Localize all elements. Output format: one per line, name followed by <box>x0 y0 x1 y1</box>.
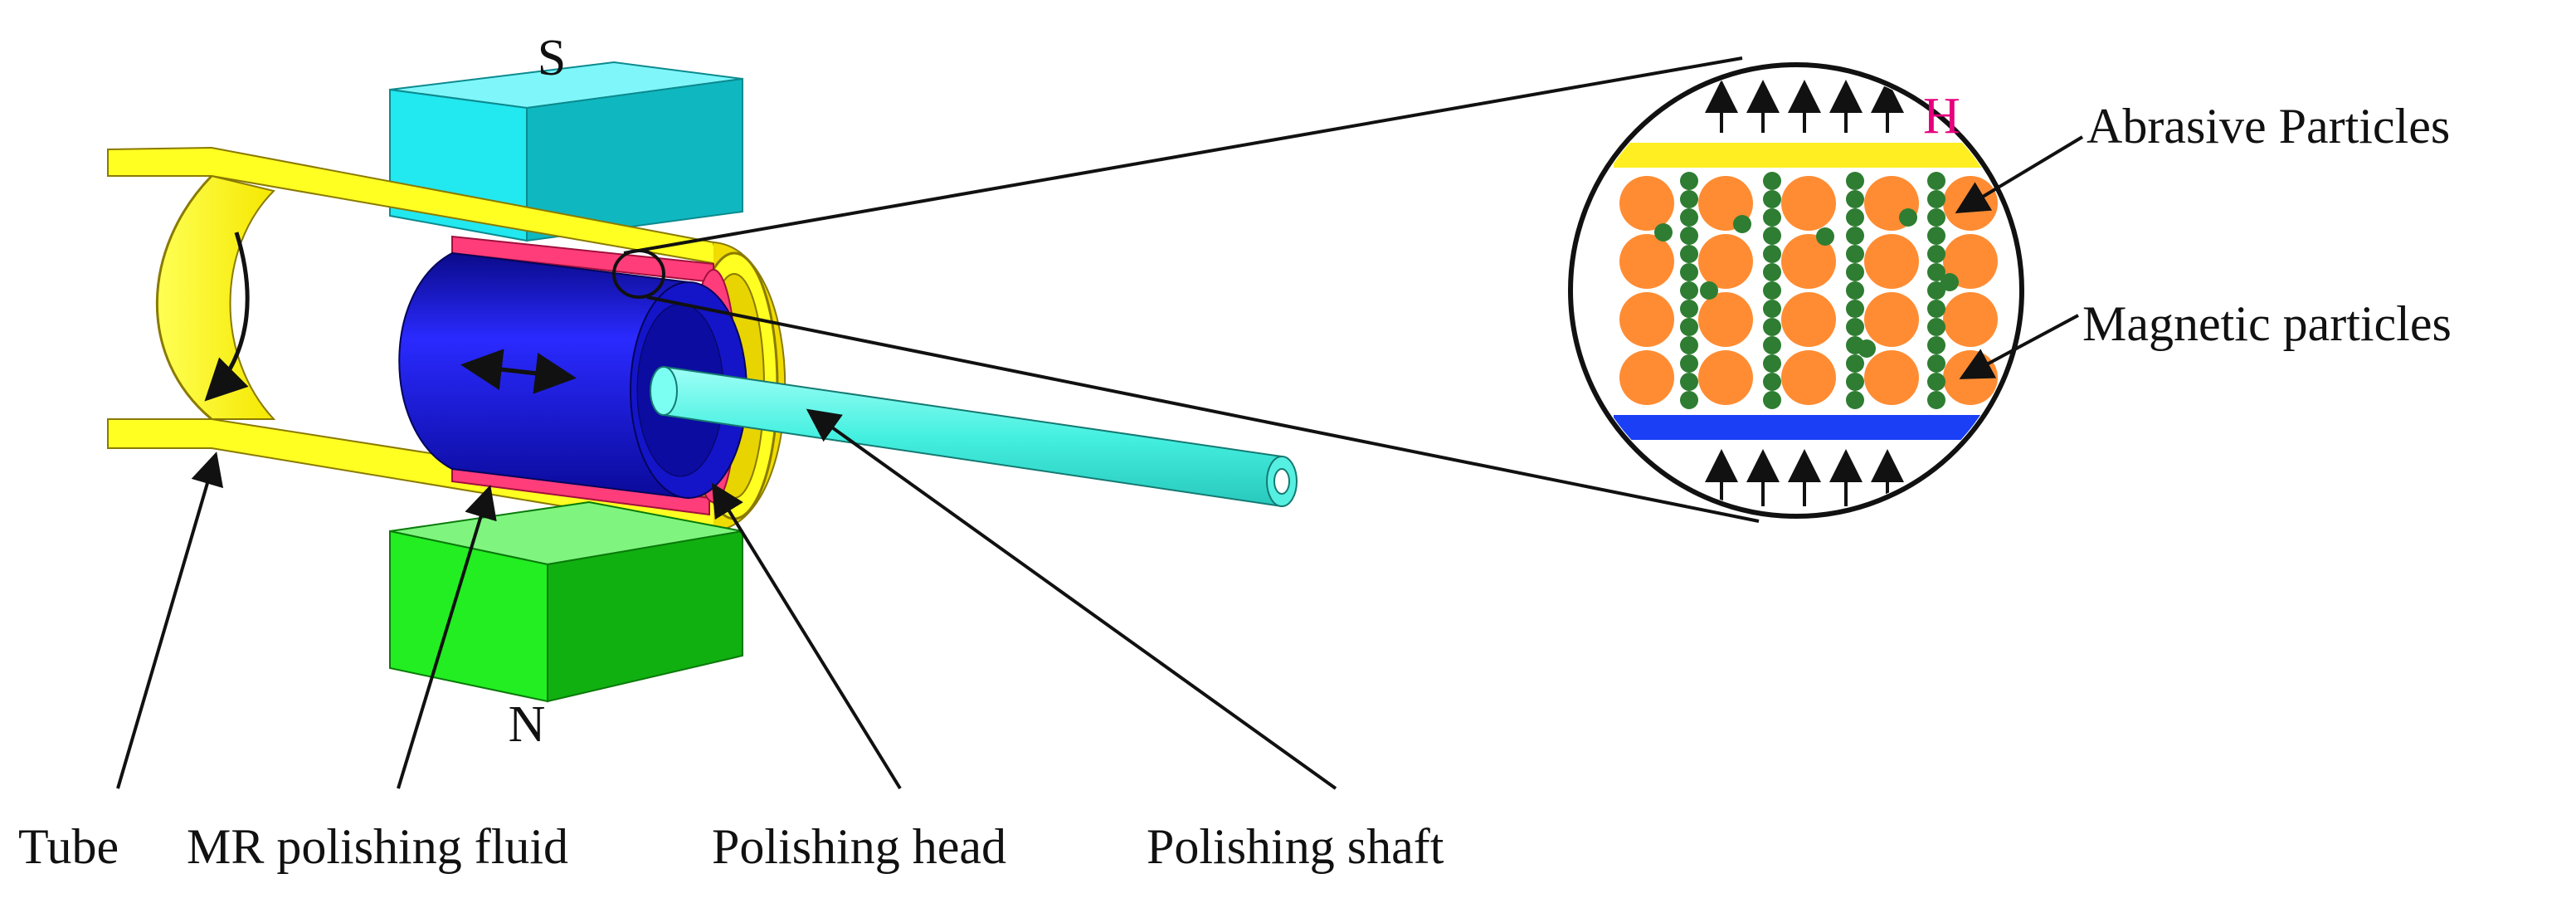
label-polishing-shaft: Polishing shaft <box>1147 819 1444 874</box>
abrasive-particle <box>1927 354 1945 373</box>
abrasive-particle <box>1846 318 1864 336</box>
abrasive-particle <box>1927 208 1945 227</box>
abrasive-particle <box>1899 208 1917 227</box>
abrasive-particle <box>1763 190 1781 208</box>
abrasive-particle <box>1927 318 1945 336</box>
abrasive-particle <box>1927 245 1945 263</box>
magnetic-particle <box>1864 234 1919 289</box>
abrasive-particle <box>1846 190 1864 208</box>
magnetic-particle <box>1864 350 1919 405</box>
bottom-plate <box>1614 415 1995 440</box>
north-pole-label: N <box>509 696 546 753</box>
abrasive-particle <box>1941 273 1959 291</box>
abrasive-particle <box>1680 263 1698 281</box>
abrasive-particle <box>1846 373 1864 391</box>
magnetic-particle <box>1943 350 1998 405</box>
abrasive-particle <box>1763 391 1781 409</box>
abrasive-particle <box>1763 373 1781 391</box>
magnified-view: H <box>1568 62 2024 519</box>
abrasive-particle <box>1927 227 1945 245</box>
magnetic-particle <box>1943 292 1998 347</box>
magnetic-particle <box>1619 176 1674 231</box>
abrasive-particle <box>1680 354 1698 373</box>
abrasive-particle <box>1733 215 1751 233</box>
abrasive-particle <box>1763 263 1781 281</box>
abrasive-particle <box>1680 373 1698 391</box>
rotation-arrow <box>204 232 250 402</box>
abrasive-particle <box>1763 172 1781 190</box>
magnetic-particle <box>1698 350 1753 405</box>
abrasive-particle <box>1927 263 1945 281</box>
magnetic-particle <box>1619 234 1674 289</box>
label-polishing-head: Polishing head <box>712 819 1006 874</box>
abrasive-particle <box>1763 208 1781 227</box>
abrasive-particle <box>1858 339 1876 358</box>
abrasive-particle <box>1680 281 1698 300</box>
magnetic-particle <box>1698 234 1753 289</box>
abrasive-particle <box>1846 208 1864 227</box>
top-plate <box>1614 143 1995 168</box>
label-magnetic-particles: Magnetic particles <box>2082 296 2452 351</box>
abrasive-particle <box>1846 263 1864 281</box>
abrasive-particle <box>1846 281 1864 300</box>
polishing-shaft <box>650 365 1298 508</box>
abrasive-particle <box>1680 391 1698 409</box>
south-pole-label: S <box>538 30 566 86</box>
abrasive-particle <box>1680 227 1698 245</box>
abrasive-particle <box>1680 318 1698 336</box>
abrasive-particle <box>1763 227 1781 245</box>
magnetic-particle <box>1864 292 1919 347</box>
abrasive-particle <box>1816 227 1834 246</box>
magnetic-particle <box>1943 234 1998 289</box>
magnetic-particle <box>1619 292 1674 347</box>
abrasive-particle <box>1846 354 1864 373</box>
magnetic-particle <box>1781 292 1836 347</box>
magnetic-particle <box>1781 234 1836 289</box>
field-h-label: H <box>1923 88 1960 144</box>
abrasive-particle <box>1763 300 1781 318</box>
magnetic-particle <box>1619 350 1674 405</box>
abrasive-particle <box>1763 245 1781 263</box>
zoom-line-bottom <box>646 295 1760 523</box>
abrasive-particle <box>1846 245 1864 263</box>
magnetic-particle <box>1781 350 1836 405</box>
abrasive-particle <box>1927 281 1945 300</box>
leader-lines <box>116 135 2084 790</box>
zoom-line-top <box>623 56 1743 255</box>
abrasive-particle <box>1927 391 1945 409</box>
abrasive-particle <box>1763 281 1781 300</box>
abrasive-particle <box>1927 336 1945 354</box>
abrasive-particle <box>1927 300 1945 318</box>
abrasive-particle <box>1846 227 1864 245</box>
abrasive-particle <box>1763 318 1781 336</box>
abrasive-particle <box>1846 391 1864 409</box>
abrasive-particle <box>1680 190 1698 208</box>
label-abrasive-particles: Abrasive Particles <box>2087 99 2450 154</box>
abrasive-particle <box>1680 208 1698 227</box>
abrasive-particle <box>1680 300 1698 318</box>
abrasive-particle <box>1927 190 1945 208</box>
abrasive-particle <box>1654 223 1673 242</box>
magnetic-particle <box>1781 176 1836 231</box>
label-mr-fluid: MR polishing fluid <box>187 819 568 874</box>
abrasive-particle <box>1763 336 1781 354</box>
axial-motion-arrow <box>460 349 577 394</box>
abrasive-particle <box>1680 336 1698 354</box>
abrasive-particle <box>1763 354 1781 373</box>
abrasive-particle <box>1680 172 1698 190</box>
abrasive-particle <box>1846 300 1864 318</box>
label-tube: Tube <box>18 819 119 874</box>
magnetic-particle <box>1698 292 1753 347</box>
abrasive-particle <box>1846 172 1864 190</box>
abrasive-particle <box>1927 172 1945 190</box>
abrasive-particle <box>1700 281 1718 300</box>
abrasive-particle <box>1680 245 1698 263</box>
abrasive-particle <box>1927 373 1945 391</box>
north-magnet <box>389 500 743 703</box>
